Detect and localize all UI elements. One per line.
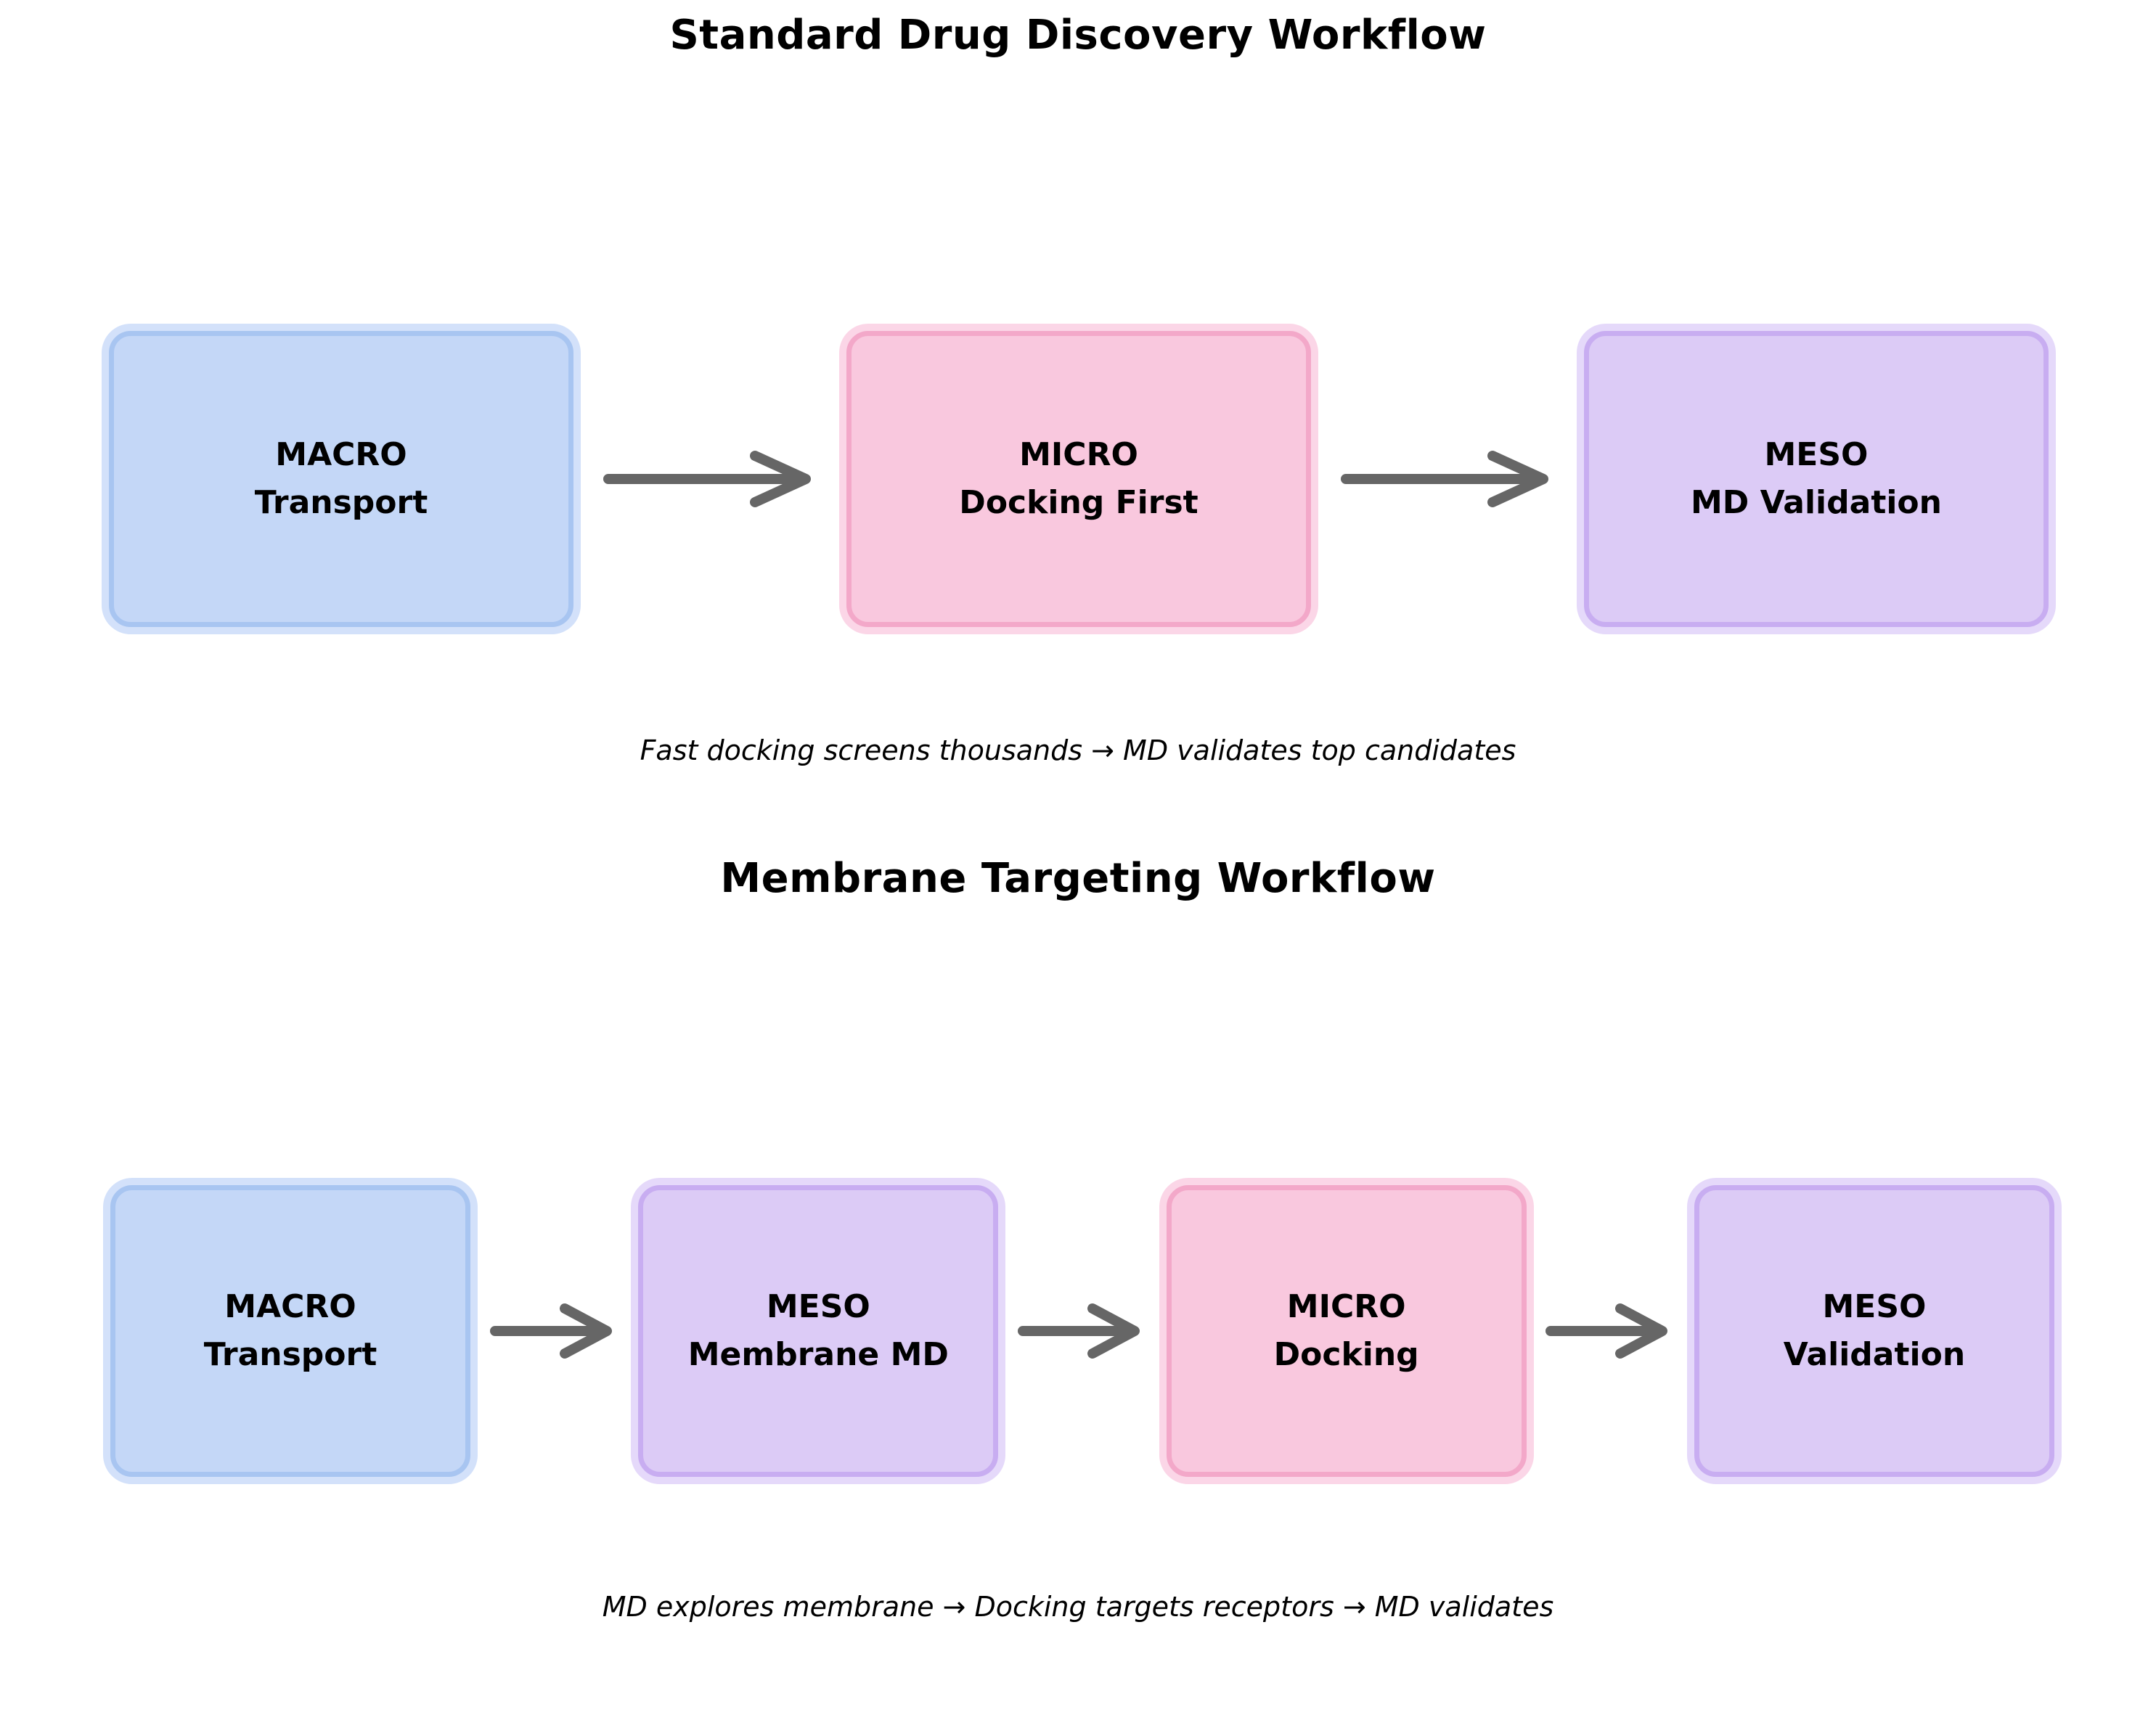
step-scale-text: MESO — [1822, 1288, 1927, 1325]
step-method-text: MD Validation — [1691, 484, 1942, 521]
step-macro-transport: MACRO Transport — [109, 331, 573, 627]
step-meso-md-validation: MESO MD Validation — [1584, 331, 2049, 627]
step-label: MICRO Docking — [1274, 1283, 1419, 1379]
arrow-right-icon — [603, 451, 811, 507]
step-label: MESO MD Validation — [1691, 431, 1942, 527]
workflow-2-row: MACRO Transport MESO Membrane MD — [110, 1185, 2054, 1477]
step-scale-text: MACRO — [224, 1288, 356, 1325]
workflow-1-row: MACRO Transport MICRO Docking First — [109, 331, 2049, 627]
step-method-text: Membrane MD — [687, 1336, 949, 1373]
step-meso-validation: MESO Validation — [1694, 1185, 2054, 1477]
step-method-text: Transport — [203, 1336, 377, 1373]
arrow-right-icon — [1017, 1303, 1140, 1359]
workflow-1-caption: Fast docking screens thousands → MD vali… — [640, 734, 1516, 766]
step-scale-text: MACRO — [275, 436, 407, 473]
arrow-cell — [1527, 1185, 1694, 1477]
step-label: MACRO Transport — [204, 1283, 377, 1379]
step-method-text: Docking First — [959, 484, 1199, 521]
step-scale-text: MICRO — [1286, 1288, 1406, 1325]
step-micro-docking: MICRO Docking — [1166, 1185, 1527, 1477]
step-method-text: Validation — [1783, 1336, 1966, 1373]
step-scale-text: MESO — [1764, 436, 1869, 473]
step-method-text: Docking — [1273, 1336, 1419, 1373]
arrow-right-icon — [489, 1303, 612, 1359]
step-label: MESO Membrane MD — [688, 1283, 949, 1379]
step-label: MESO Validation — [1784, 1283, 1965, 1379]
step-meso-membrane-md: MESO Membrane MD — [638, 1185, 999, 1477]
workflow-1-title: Standard Drug Discovery Workflow — [669, 12, 1487, 59]
arrow-cell — [1311, 331, 1584, 627]
step-scale-text: MICRO — [1019, 436, 1138, 473]
workflow-2-caption: MD explores membrane → Docking targets r… — [602, 1591, 1554, 1623]
step-label: MICRO Docking First — [959, 431, 1198, 527]
step-micro-docking-first: MICRO Docking First — [846, 331, 1311, 627]
step-scale-text: MESO — [766, 1288, 870, 1325]
workflow-2-title: Membrane Targeting Workflow — [720, 855, 1436, 902]
arrow-cell — [470, 1185, 638, 1477]
arrow-right-icon — [1545, 1303, 1668, 1359]
step-macro-transport-2: MACRO Transport — [110, 1185, 470, 1477]
arrow-cell — [998, 1185, 1166, 1477]
arrow-right-icon — [1341, 451, 1548, 507]
arrow-cell — [573, 331, 846, 627]
step-label: MACRO Transport — [255, 431, 428, 527]
step-method-text: Transport — [254, 484, 428, 521]
